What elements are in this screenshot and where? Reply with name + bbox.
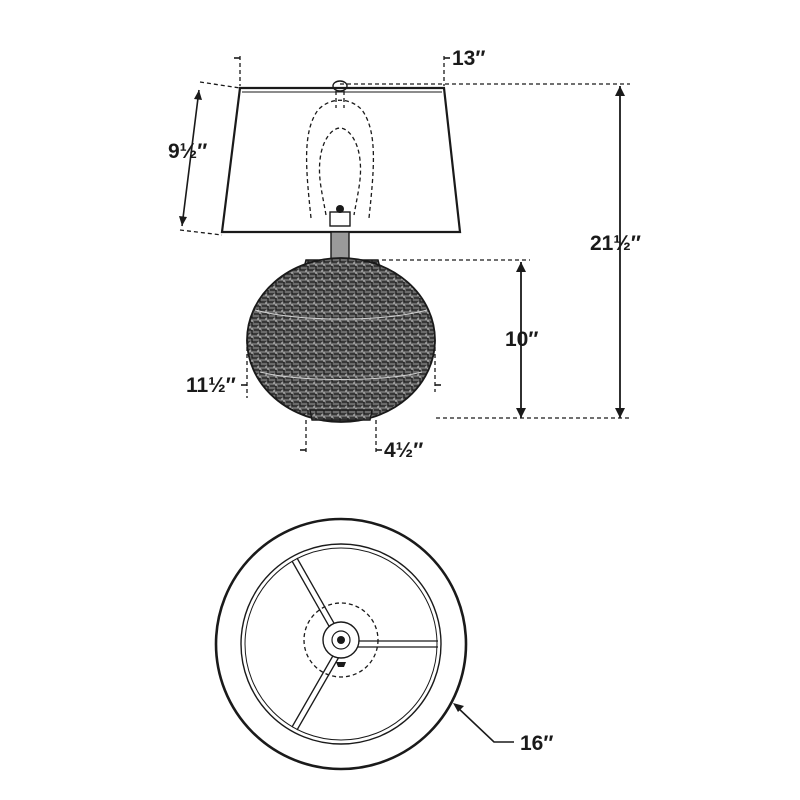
dim-base-height [382,259,530,418]
label-shade-bottom-diameter: 16″ [520,732,553,755]
top-view: 16″ [214,517,553,771]
dim-overall-height [340,83,630,419]
harp-outline [305,99,375,219]
dim-shade-height [179,81,241,236]
label-base-foot-width: 4½″ [384,439,423,462]
label-base-width: 11½″ [186,374,236,397]
harp-ring [303,602,379,678]
label-shade-top-width: 13″ [452,47,485,70]
label-shade-height: 9½″ [168,140,207,163]
shade-bottom-rim [214,517,468,771]
bulb-outline-icon [318,127,362,216]
side-view: 13″ 9½″ 21½″ 10″ [168,47,641,462]
label-overall-height: 21½″ [590,232,641,255]
lampshade [220,86,462,234]
dim-base-foot-width [300,420,382,454]
switch-knob [336,662,346,667]
finial [332,80,348,92]
woven-base [246,257,436,423]
lamp-stem [330,231,350,261]
shade-top-rim [240,543,442,745]
lamp-socket-icon [329,205,351,227]
base-foot [309,409,373,421]
label-base-height: 10″ [505,328,538,351]
dim-shade-bottom-diameter [453,703,514,743]
dim-base-width [241,340,441,398]
dim-shade-top-width [234,56,450,86]
